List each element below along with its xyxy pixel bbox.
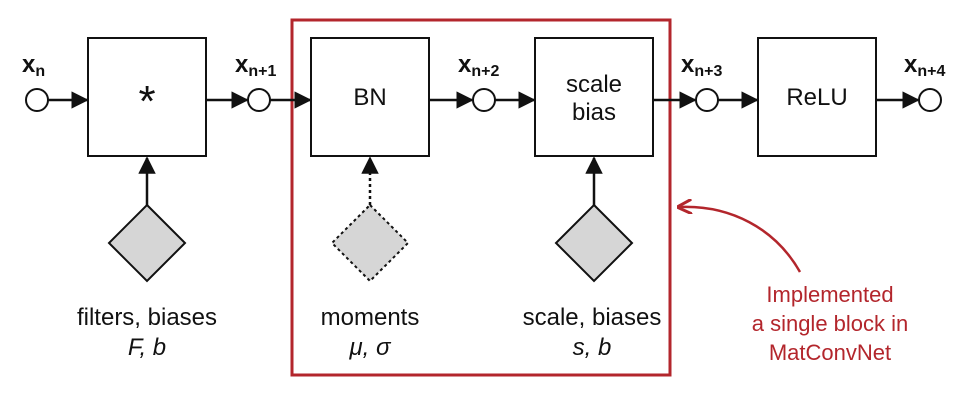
node-label-n: xn (22, 51, 45, 80)
highlight-box (290, 18, 672, 377)
annotation-line-3: MatConvNet (769, 340, 891, 365)
node-x-n2 (472, 88, 496, 112)
node-label-n3: xn+3 (681, 51, 722, 80)
bn-param-diamond (330, 203, 410, 283)
conv-param-diamond (107, 203, 187, 283)
bn-block (310, 37, 430, 157)
scale-param-symbols: s, b (573, 334, 612, 361)
annotation-line-2: a single block in (752, 311, 909, 336)
node-label-n2: xn+2 (458, 51, 499, 80)
conv-block-label: * (138, 77, 155, 126)
scale-block-label-line2: bias (572, 99, 616, 126)
bn-param-name: moments (321, 304, 420, 331)
scale-bias-block (534, 37, 654, 157)
annotation-line-1: Implemented (766, 282, 893, 307)
scale-param-diamond (554, 203, 634, 283)
annotation-arrow (680, 207, 802, 273)
node-label-n1: xn+1 (235, 51, 276, 80)
scale-block-label-line1: scale (566, 71, 622, 98)
node-x-n4 (918, 88, 942, 112)
conv-param-name: filters, biases (77, 304, 217, 331)
scale-param-name: scale, biases (523, 304, 662, 331)
bn-block-label: BN (353, 84, 386, 111)
node-x-n1 (247, 88, 271, 112)
node-x-n (25, 88, 49, 112)
conv-block (87, 37, 207, 157)
bn-param-symbols: μ, σ (349, 334, 392, 361)
relu-block-label: ReLU (786, 84, 847, 111)
node-x-n3 (695, 88, 719, 112)
conv-param-symbols: F, b (128, 334, 166, 361)
node-label-n4: xn+4 (904, 51, 945, 80)
